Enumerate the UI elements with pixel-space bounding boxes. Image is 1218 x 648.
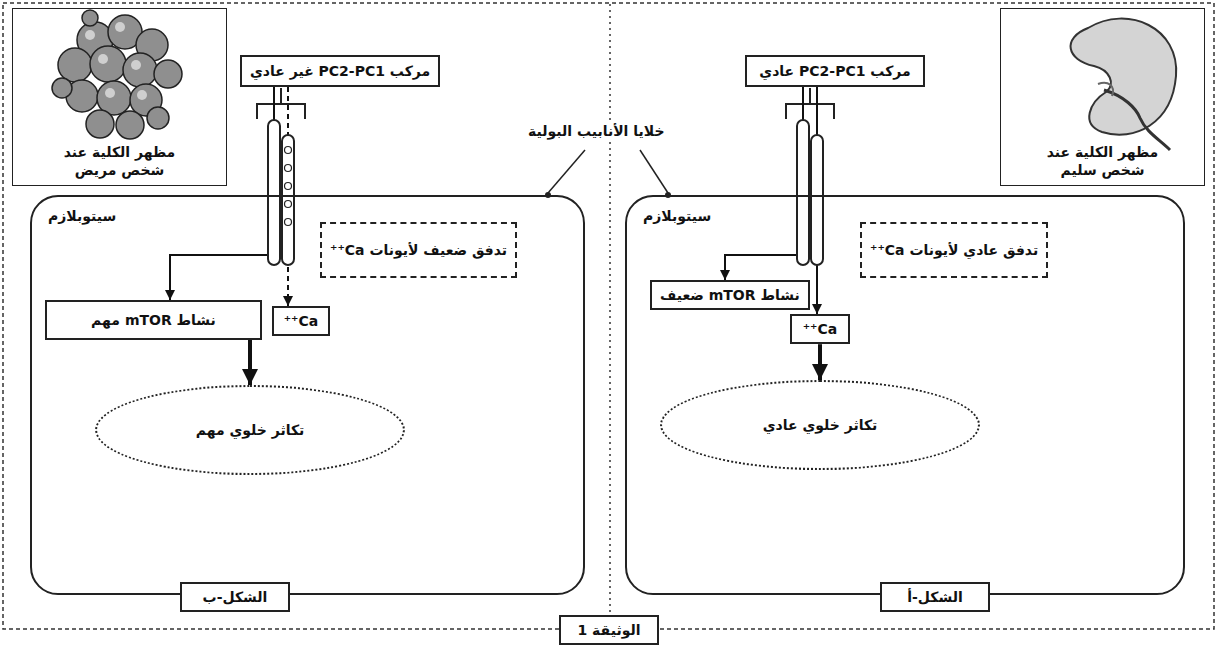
document-frame (3, 3, 1214, 629)
mtor-box: نشاط mTOR مهم (45, 300, 262, 340)
node-text: تكاثر خلوي عادي (763, 416, 878, 434)
pc1-protein (797, 120, 809, 265)
node-text: الشكل-أ (907, 588, 963, 606)
node-text: مظهر الكلية عند شخص مريض (55, 143, 185, 179)
document-label: الوثيقة 1 (559, 615, 659, 645)
tubule-cell: سيتوبلازم تدفق عادي لأيونات Ca⁺⁺ نشاط mTOR… (625, 195, 1185, 595)
complex-bracket (786, 88, 834, 119)
node-text: مركب PC2-PC1 غير عادي (250, 62, 430, 80)
tubule-cell: سيتوبلازم تدفق ضعيف لأيونات Ca⁺⁺ نشاط mTOR… (30, 195, 585, 595)
arrow-connector (248, 340, 252, 385)
figure-label: الشكل-ب (180, 582, 290, 612)
pc1-protein (268, 120, 280, 265)
figure-label: الشكل-أ (880, 582, 990, 612)
node-text: تدفق ضعيف لأيونات Ca⁺⁺ (330, 241, 507, 259)
node-text: Ca⁺⁺ (803, 320, 838, 338)
callout-label: خلايا الأنابيب البولية (522, 120, 671, 142)
complex-bracket (257, 88, 305, 119)
node-text: تكاثر خلوي مهم (196, 421, 305, 439)
leader-line (640, 150, 668, 193)
node-text: الشكل-ب (203, 588, 268, 606)
leader-line (548, 150, 585, 193)
proliferation-ellipse: تكاثر خلوي مهم (95, 385, 405, 475)
kidney-panel: مظهر الكلية عند شخص سليم (1000, 8, 1205, 186)
node-text: سيتوبلازم (48, 207, 116, 225)
arrow-connector (170, 87, 274, 300)
pc2-protein (811, 135, 823, 265)
calcium-flow-box: تدفق عادي لأيونات Ca⁺⁺ (860, 222, 1048, 278)
mutation-marks (285, 147, 292, 226)
complex-label: مركب PC2-PC1 عادي (745, 55, 925, 87)
healthy-kidney (1071, 19, 1177, 135)
pc2-protein (282, 135, 294, 265)
mtor-box: نشاط mTOR ضعيف (650, 280, 810, 310)
kidney-panel: مظهر الكلية عند شخص مريض (12, 8, 227, 186)
node-text: سيتوبلازم (643, 207, 711, 225)
panel-divider (609, 4, 611, 612)
calcium-box: Ca⁺⁺ (790, 314, 850, 344)
node-text: Ca⁺⁺ (284, 312, 319, 330)
calcium-box: Ca⁺⁺ (272, 306, 330, 336)
node-text: نشاط mTOR ضعيف (660, 286, 800, 304)
node-text: نشاط mTOR مهم (91, 311, 216, 329)
arrow-connector (818, 344, 822, 380)
proliferation-ellipse: تكاثر خلوي عادي (660, 380, 980, 470)
polycystic-kidney (52, 10, 182, 139)
node-text: مركب PC2-PC1 عادي (759, 62, 910, 80)
complex-label: مركب PC2-PC1 غير عادي (240, 55, 440, 87)
node-text: الوثيقة 1 (578, 621, 641, 639)
renal-hilum (1098, 83, 1113, 96)
cyst-highlights (85, 22, 147, 100)
node-text: مظهر الكلية عند شخص سليم (1038, 143, 1168, 179)
arrow-connector (725, 87, 803, 280)
ureter (1104, 90, 1170, 150)
calcium-flow-box: تدفق ضعيف لأيونات Ca⁺⁺ (320, 222, 517, 278)
node-text: تدفق عادي لأيونات Ca⁺⁺ (870, 241, 1038, 259)
